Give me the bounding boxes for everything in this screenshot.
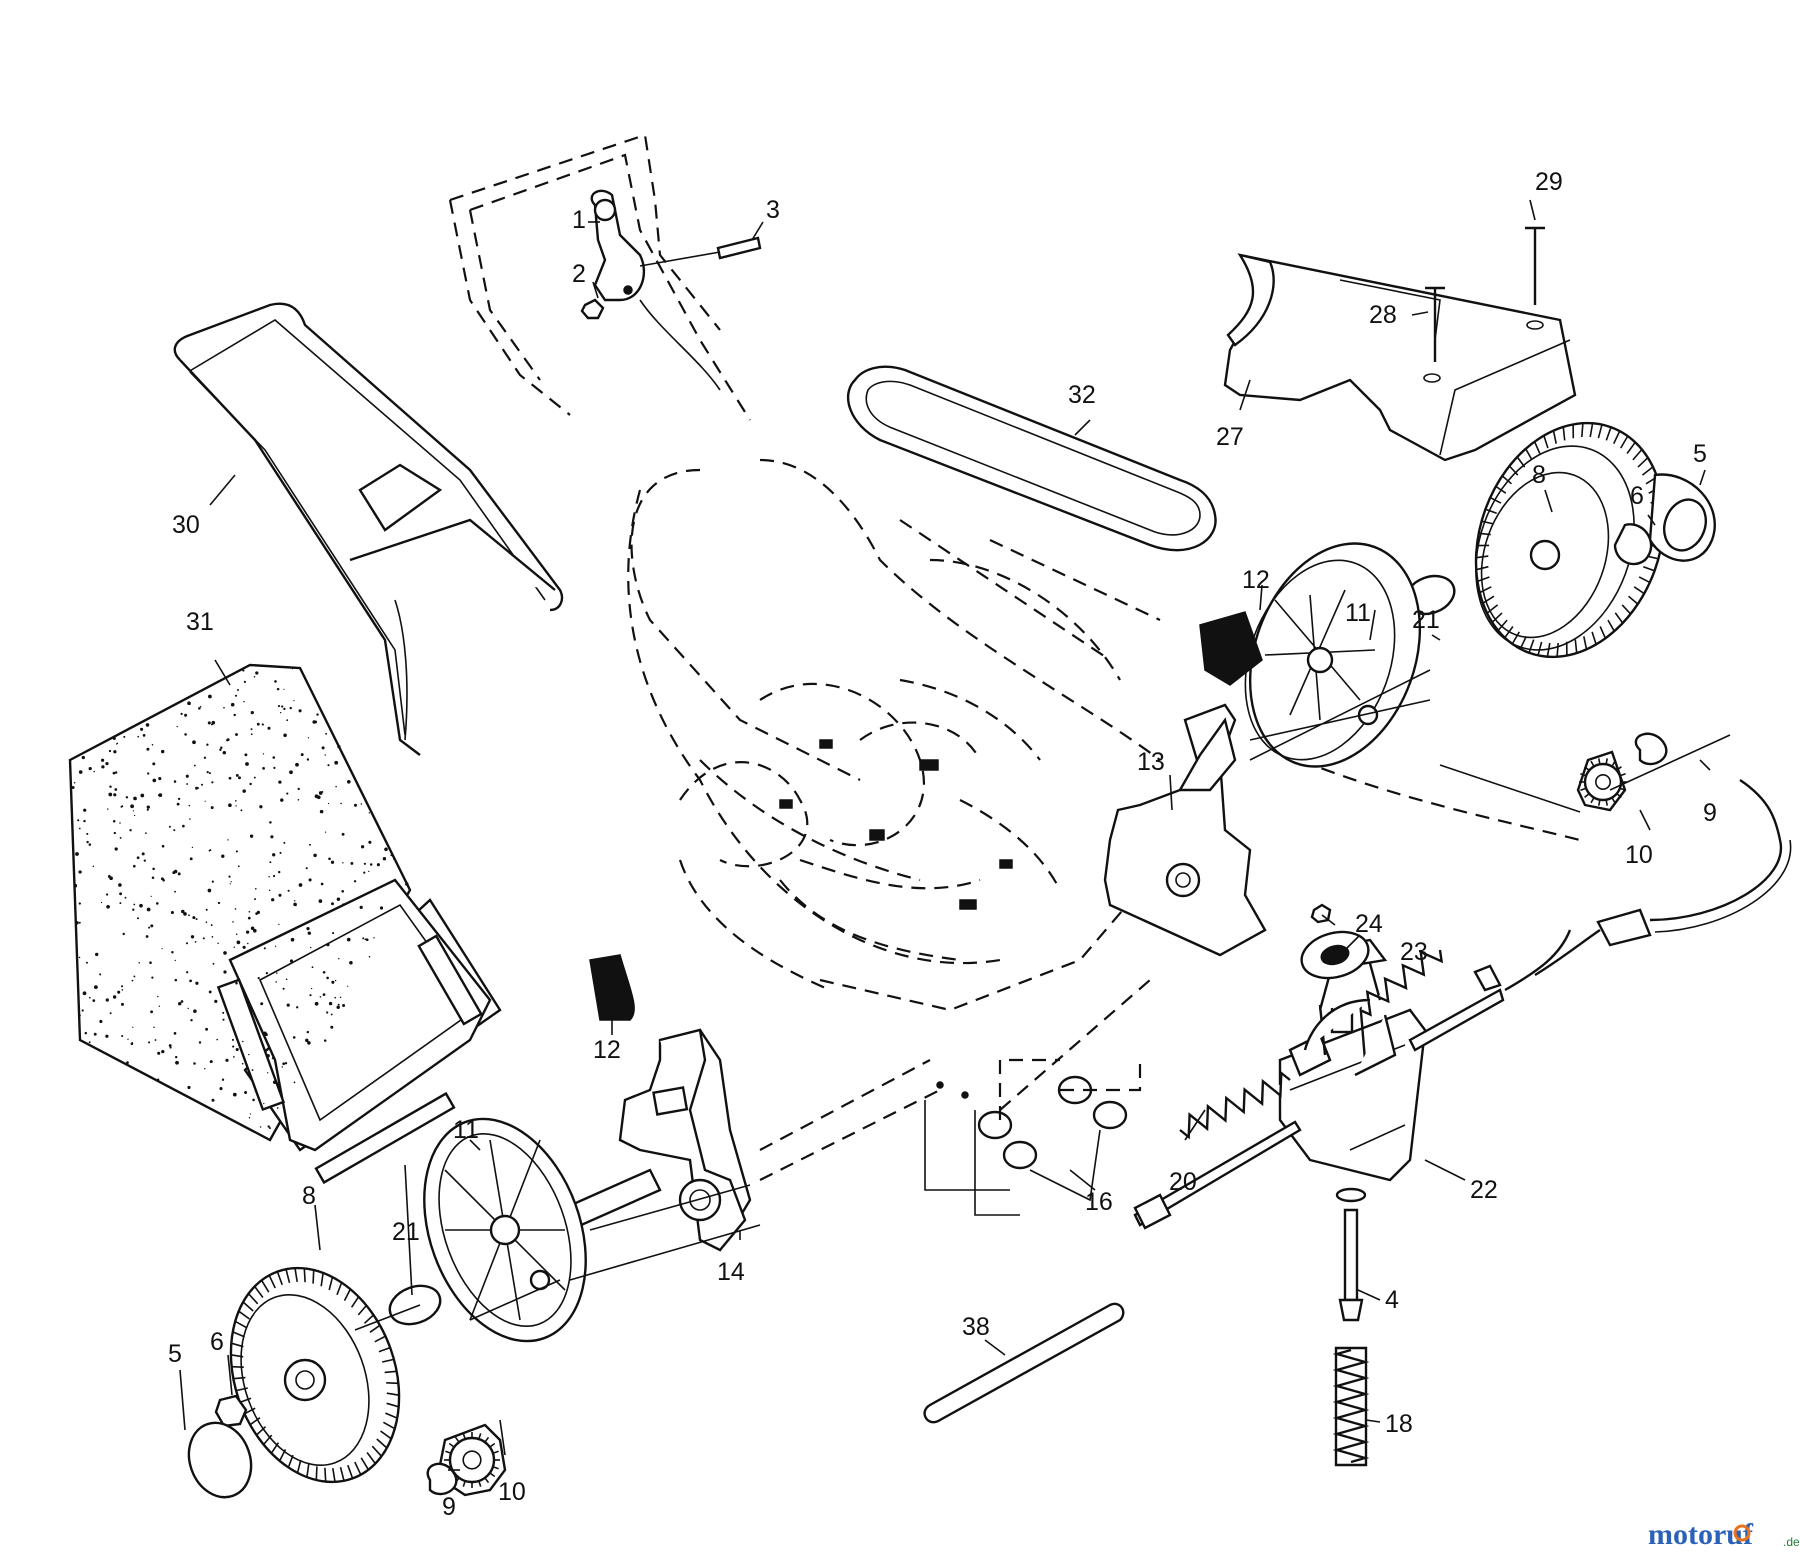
callout-5-right: 5 bbox=[1693, 440, 1707, 468]
callout-5-left: 5 bbox=[168, 1340, 182, 1368]
callout-9-left: 9 bbox=[442, 1493, 456, 1521]
callout-24: 24 bbox=[1355, 910, 1383, 938]
watermark-dot-icon bbox=[1733, 1524, 1751, 1542]
callout-6-left: 6 bbox=[210, 1328, 224, 1356]
grass-bag bbox=[68, 663, 502, 1185]
watermark: motoruf .de bbox=[1648, 1518, 1800, 1551]
callout-2: 2 bbox=[572, 260, 586, 288]
callout-32: 32 bbox=[1068, 381, 1096, 409]
callout-30: 30 bbox=[172, 511, 200, 539]
callout-29: 29 bbox=[1535, 168, 1563, 196]
callout-10-left: 10 bbox=[498, 1478, 526, 1506]
drive-belt bbox=[846, 365, 1217, 552]
deck-detail bbox=[678, 678, 1061, 992]
callout-11-right: 11 bbox=[1345, 599, 1371, 627]
callout-11-left: 11 bbox=[453, 1116, 479, 1144]
watermark-brand: motoruf bbox=[1648, 1518, 1754, 1551]
callout-8-right: 8 bbox=[1532, 461, 1546, 489]
callout-31: 31 bbox=[186, 608, 214, 636]
callout-1: 1 bbox=[572, 206, 586, 234]
callout-labels: 1 2 3 30 31 32 29 28 27 8 6 5 12 11 21 1… bbox=[168, 168, 1717, 1521]
bag-frame bbox=[173, 302, 564, 756]
callout-16: 16 bbox=[1085, 1188, 1113, 1216]
callout-27: 27 bbox=[1216, 423, 1244, 451]
watermark-brand-text: motoruf bbox=[1648, 1518, 1754, 1551]
callout-20: 20 bbox=[1169, 1168, 1197, 1196]
rear-cover bbox=[1223, 226, 1577, 462]
left-wheel-assembly bbox=[187, 954, 761, 1499]
callout-4: 4 bbox=[1385, 1286, 1399, 1314]
callout-21-right: 21 bbox=[1412, 606, 1440, 634]
right-wheel-assembly bbox=[1103, 421, 1731, 957]
callout-6-right: 6 bbox=[1630, 482, 1644, 510]
callout-22: 22 bbox=[1470, 1176, 1498, 1204]
callout-9-right: 9 bbox=[1703, 799, 1717, 827]
callout-28: 28 bbox=[1369, 301, 1397, 329]
callout-18: 18 bbox=[1385, 1410, 1413, 1438]
callout-14: 14 bbox=[717, 1258, 745, 1286]
phantom-handle bbox=[448, 133, 751, 421]
callout-21-left: 21 bbox=[392, 1218, 420, 1246]
control-lever bbox=[580, 189, 762, 391]
callout-13: 13 bbox=[1137, 748, 1165, 776]
callout-3: 3 bbox=[766, 196, 780, 224]
callout-12-left: 12 bbox=[593, 1036, 621, 1064]
callout-38: 38 bbox=[962, 1313, 990, 1341]
nuts bbox=[759, 979, 1151, 1216]
callout-12-right: 12 bbox=[1242, 566, 1270, 594]
callout-8-left: 8 bbox=[302, 1182, 316, 1210]
callout-23: 23 bbox=[1400, 938, 1428, 966]
transmission-assembly bbox=[923, 779, 1792, 1467]
watermark-suffix: .de bbox=[1783, 1535, 1800, 1549]
phantom-deck bbox=[627, 458, 1581, 1012]
leader-lines bbox=[179, 199, 1711, 1471]
callout-10-right: 10 bbox=[1625, 841, 1653, 869]
